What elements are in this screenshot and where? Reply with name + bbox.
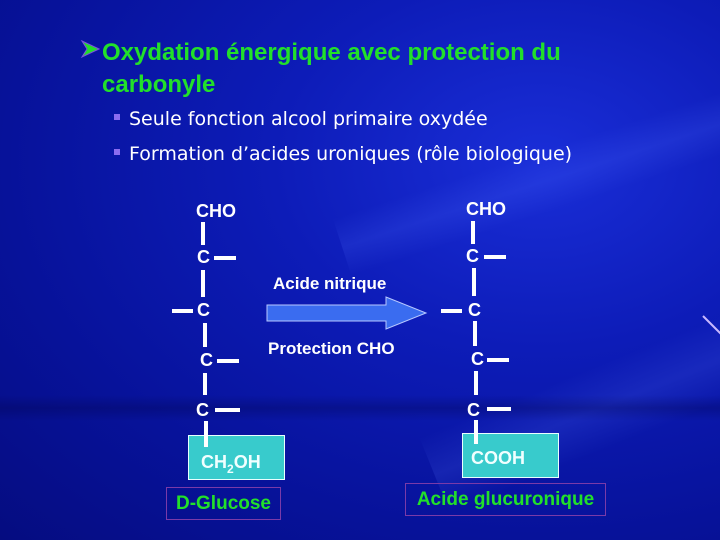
bond bbox=[473, 321, 477, 346]
reaction-arrow-icon bbox=[266, 296, 428, 330]
title-line-1: Oxydation énergique avec protection du bbox=[102, 39, 561, 66]
carbon-atom: C bbox=[468, 300, 481, 320]
bullet-text: Seule fonction alcool primaire oxydée bbox=[129, 108, 488, 130]
square-bullet-icon bbox=[114, 148, 120, 155]
bond bbox=[201, 270, 205, 297]
ch2oh-group: CH2OH bbox=[201, 452, 261, 476]
bond bbox=[474, 420, 478, 444]
carbon-atom: C bbox=[467, 400, 480, 420]
bond bbox=[487, 358, 509, 362]
title-line-2: carbonyle bbox=[102, 71, 216, 98]
bond bbox=[472, 268, 476, 296]
carbon-atom: C bbox=[197, 247, 210, 267]
bond bbox=[487, 407, 511, 411]
reagent-label: Acide nitrique bbox=[273, 274, 387, 293]
reagent-label: Protection CHO bbox=[268, 339, 395, 358]
decorative-line bbox=[702, 315, 720, 336]
molecule-name-label: D-Glucose bbox=[166, 487, 281, 520]
bond bbox=[203, 373, 207, 395]
slide-title: Oxydation énergique avec protection du c… bbox=[80, 37, 561, 101]
bullet-item: Formation d’acides uroniques (rôle biolo… bbox=[114, 143, 572, 165]
carbon-atom: C bbox=[196, 400, 209, 420]
bond bbox=[484, 255, 506, 259]
cooh-group: COOH bbox=[471, 448, 525, 468]
bond bbox=[172, 309, 193, 313]
bond bbox=[204, 421, 208, 447]
bond bbox=[474, 371, 478, 395]
bullet-text: Formation d’acides uroniques (rôle biolo… bbox=[129, 143, 573, 165]
carbon-atom: C bbox=[466, 246, 479, 266]
bullet-item: Seule fonction alcool primaire oxydée bbox=[114, 108, 488, 130]
carbon-atom: C bbox=[200, 350, 213, 370]
bond bbox=[471, 221, 475, 244]
bond bbox=[217, 359, 239, 363]
bond bbox=[215, 408, 240, 412]
bond bbox=[201, 222, 205, 245]
arrowhead-right-icon bbox=[80, 39, 100, 59]
bond bbox=[214, 256, 236, 260]
bond bbox=[203, 323, 207, 347]
bond bbox=[441, 309, 462, 313]
carbon-atom: C bbox=[197, 300, 210, 320]
cho-group: CHO bbox=[466, 199, 506, 219]
carbon-atom: C bbox=[471, 349, 484, 369]
background-band bbox=[0, 395, 720, 421]
molecule-name-label: Acide glucuronique bbox=[405, 483, 606, 516]
cho-group: CHO bbox=[196, 201, 236, 221]
cooh-highlight-box bbox=[462, 433, 559, 478]
background-streak bbox=[419, 287, 720, 513]
square-bullet-icon bbox=[114, 113, 120, 120]
